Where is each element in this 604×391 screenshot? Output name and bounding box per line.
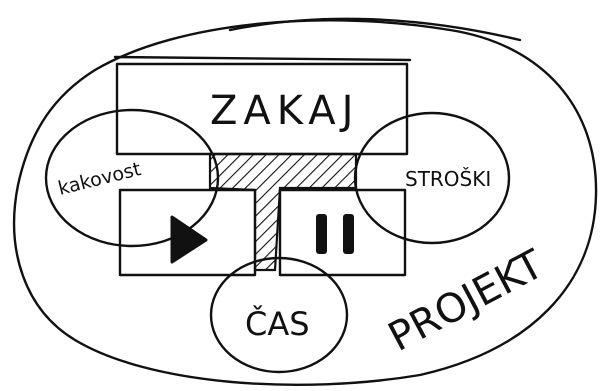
pause-box <box>278 188 407 277</box>
hatched-region <box>208 152 358 272</box>
kakovost-label: kakovost <box>56 158 143 200</box>
play-icon <box>170 215 208 264</box>
play-box <box>118 188 257 277</box>
zakaj-box-top-extension <box>113 55 412 62</box>
projekt-label: PROJEKT <box>381 241 551 361</box>
zakaj-label: ZAKAJ <box>210 88 359 134</box>
outer-project-oval <box>12 19 598 387</box>
pause-icon-bar-right <box>343 214 354 254</box>
cas-label: ČAS <box>245 304 310 343</box>
pause-icon-bar-left <box>316 214 327 254</box>
outer-oval-top-stroke <box>228 17 522 42</box>
stroski-label: STROŠKI <box>405 167 491 191</box>
cas-circle <box>209 256 349 374</box>
kakovost-circle <box>44 108 220 248</box>
stroski-circle <box>353 111 511 245</box>
